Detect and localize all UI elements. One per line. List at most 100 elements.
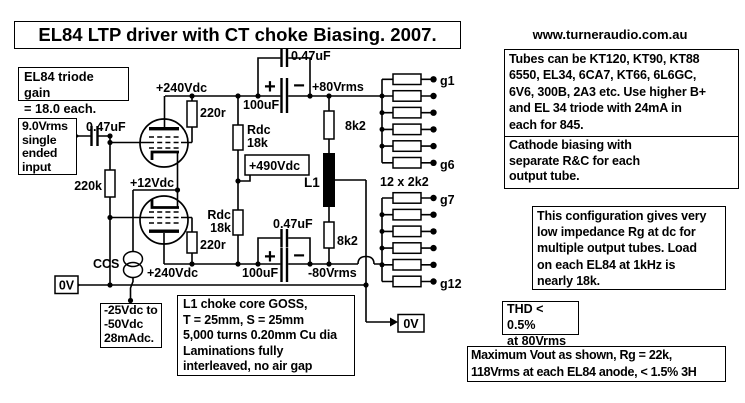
grid-resistor [392, 208, 422, 221]
note-line: multiple output tubes. Load [537, 241, 697, 256]
note-line: -50Vdc [104, 316, 144, 331]
note-line: 28mAdc. [104, 330, 154, 345]
capacitor-plates [90, 49, 289, 282]
b490-box [244, 154, 310, 176]
zero-right-arrow [390, 317, 398, 327]
note-line: each for 845. [509, 117, 584, 132]
cap-bot-100 [280, 247, 289, 282]
label-ccs: CCS [93, 257, 119, 271]
label-cap047-top: 0.47uF [291, 49, 331, 63]
cap-top-047 [280, 49, 289, 67]
label-cap100-top: 100uF [243, 98, 279, 112]
note-line: low impedance Rg at dc for [537, 225, 696, 240]
inline-boxes [54, 154, 425, 333]
note-line: 6V6, 300B, 2A3 etc. Use higher B+ [509, 84, 706, 99]
label-b490: +490Vdc [249, 159, 300, 173]
resistor-8k2-lower [323, 221, 335, 249]
label-rdc-top-1: Rdc [247, 123, 271, 137]
cap-top-100 [280, 78, 289, 113]
label-cap047-input: 0.47uF [86, 120, 126, 134]
maximum-note: Maximum Vout as shown, Rg = 22k, 118Vrms… [467, 346, 726, 382]
cap-bot-047 [280, 229, 289, 247]
label-220k: 220k [74, 179, 102, 193]
label-zero-left: 0V [59, 279, 75, 293]
grid-resistor [392, 140, 422, 153]
grid-resistor [392, 258, 422, 271]
tubes-note-upper: Tubes can be KT120, KT90, KT88 6550, EL3… [505, 50, 738, 138]
note-line: nearly 18k. [537, 273, 600, 288]
label-b-plus-top: +240Vdc [156, 81, 207, 95]
label-l1: L1 [304, 175, 320, 190]
tube-cathode [150, 199, 179, 209]
website-text: www.turneraudio.com.au [532, 27, 688, 42]
note-line: T = 25mm, S = 25mm [183, 312, 304, 327]
note-line: EL84 triode gain [24, 69, 94, 100]
label-zero-right: 0V [403, 317, 419, 331]
label-out-neg: -80Vrms [308, 266, 357, 280]
label-g1: g1 [440, 74, 455, 88]
note-line: This configuration gives very [537, 209, 707, 223]
label-plus-bot: + [264, 246, 276, 268]
tube-plate [149, 229, 179, 233]
grid-resistor [392, 73, 422, 86]
choke-l1-body [323, 153, 335, 207]
resistor-220r-lower [186, 231, 198, 254]
tube-envelope [139, 195, 189, 245]
config-note: This configuration gives very low impeda… [532, 206, 726, 290]
resistor-8k2-upper [323, 110, 335, 140]
cathode-note: Cathode biasing with separate R&C for ea… [505, 137, 738, 188]
note-line: interleaved, no air gap [183, 359, 313, 374]
label-g12: g12 [440, 277, 462, 291]
gain-note: EL84 triode gain = 18.0 each. [18, 67, 129, 116]
grid-resistor [392, 242, 422, 255]
tube-cathode [150, 150, 179, 160]
label-8k2-top: 8k2 [345, 119, 366, 133]
note-line: input [22, 159, 52, 174]
resistor-rdc-lower [232, 209, 244, 236]
grid-resistor [392, 156, 422, 169]
grid-resistor [392, 106, 422, 119]
grid-terminal-dots [430, 76, 437, 285]
note-line: Cathode biasing with [509, 138, 632, 153]
label-8k2-bot: 8k2 [337, 234, 358, 248]
tube-envelope [139, 118, 189, 168]
label-220r-bot: 220r [200, 238, 226, 252]
schematic-labels: +240Vdc 0.47uF 100uF + − +80Vrms 220r Rd… [59, 49, 462, 331]
label-rdc-bot-2: 18k [210, 221, 231, 235]
label-cap047-bot: 0.47uF [273, 217, 313, 231]
cap-input-047 [90, 126, 99, 146]
tube-upper [139, 118, 189, 168]
grid-resistor [392, 123, 422, 136]
note-line: Maximum Vout as shown, Rg = 22k, [471, 348, 672, 362]
note-line: single [22, 132, 57, 147]
page-title: EL84 LTP driver with CT choke Biasing. 2… [38, 24, 437, 45]
choke-note: L1 choke core GOSS, T = 25mm, S = 25mm 5… [177, 295, 355, 376]
resistor-bodies [104, 73, 422, 288]
junction-dots [107, 93, 385, 304]
label-cap100-bot: 100uF [242, 266, 278, 280]
label-rdc-top-2: 18k [247, 136, 268, 150]
note-line: 5,000 turns 0.20mm Cu dia [183, 328, 337, 343]
label-220r-top: 220r [200, 106, 226, 120]
label-rdc-bot-1: Rdc [207, 208, 231, 222]
note-line: separate R&C for each [509, 153, 640, 168]
zero-left-box [54, 275, 79, 295]
label-v12: +12Vdc [130, 176, 174, 190]
note-line: Tubes can be KT120, KT90, KT88 [509, 52, 700, 66]
resistor-220k [104, 169, 116, 198]
note-line: on each EL84 at 1kHz is [537, 257, 676, 272]
label-g6: g6 [440, 158, 455, 172]
input-note: 9.0Vrms single ended input [18, 118, 77, 175]
note-line: = 18.0 each. [24, 100, 97, 116]
note-line: 6550, EL34, 6CA7, KT66, 6L6GC, [509, 68, 697, 83]
grid-resistor [392, 225, 422, 238]
ccs-symbol [122, 250, 144, 279]
tube-plate [149, 127, 179, 131]
title-box: EL84 LTP driver with CT choke Biasing. 2… [14, 21, 461, 49]
note-line: 118Vrms at each EL84 anode, < 1.5% 3H [471, 364, 697, 379]
label-g7: g7 [440, 193, 455, 207]
note-line: output tube. [509, 169, 580, 184]
bias-note: -25Vdc to -50Vdc 28mAdc. [100, 303, 162, 348]
